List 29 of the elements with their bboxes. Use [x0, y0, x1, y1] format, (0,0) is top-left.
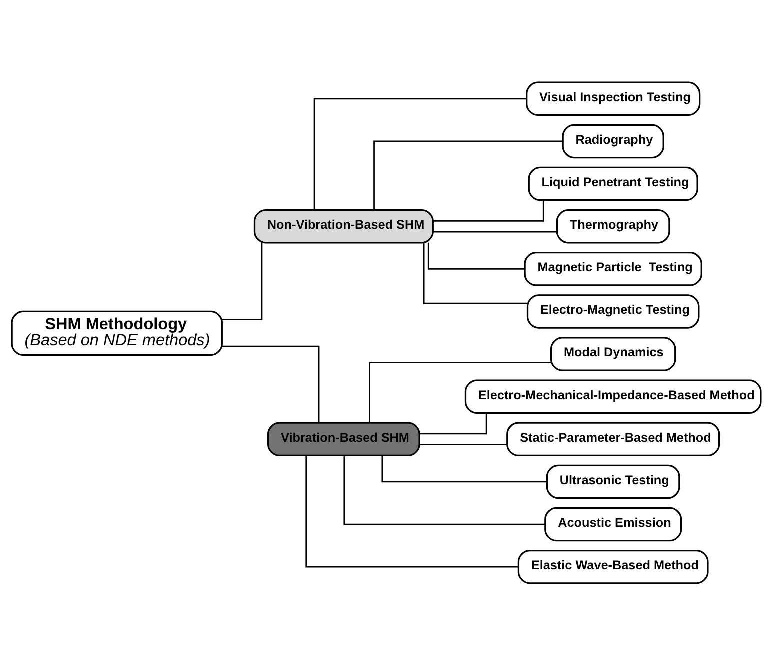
node-box: Modal Dynamics [550, 336, 676, 371]
node-box: Vibration-Based SHM [268, 422, 420, 456]
connector [374, 140, 563, 210]
node-box: Static-Parameter-Based Method [506, 422, 720, 456]
node-box: Radiography [562, 124, 664, 158]
connector [420, 444, 508, 445]
node-box: Electro-Magnetic Testing [526, 294, 700, 328]
node-box: Thermography [556, 208, 670, 244]
connector [222, 242, 263, 320]
connector [423, 242, 528, 304]
node-box: Non-Vibration-Based SHM [254, 208, 434, 244]
connector [222, 345, 320, 422]
node-box: Liquid Penetrant Testing [528, 166, 698, 201]
connector [306, 455, 518, 568]
node-box: Elastic Wave-Based Method [518, 549, 709, 584]
connector [314, 98, 526, 210]
connector [428, 242, 526, 270]
node-box: SHM Methodology (Based on NDE methods) [11, 310, 223, 356]
node-box: Ultrasonic Testing [546, 464, 680, 499]
node-box: Magnetic Particle Testing [524, 252, 702, 286]
node-box: Acoustic Emission [544, 506, 682, 542]
connector [420, 412, 488, 434]
node-box: Electro-Mechanical-Impedance-Based Method [464, 379, 762, 414]
connector [382, 455, 548, 482]
connector [344, 455, 546, 525]
connector [433, 230, 557, 232]
connector [433, 200, 544, 222]
node-box: Visual Inspection Testing [526, 81, 701, 116]
connector [369, 362, 552, 422]
